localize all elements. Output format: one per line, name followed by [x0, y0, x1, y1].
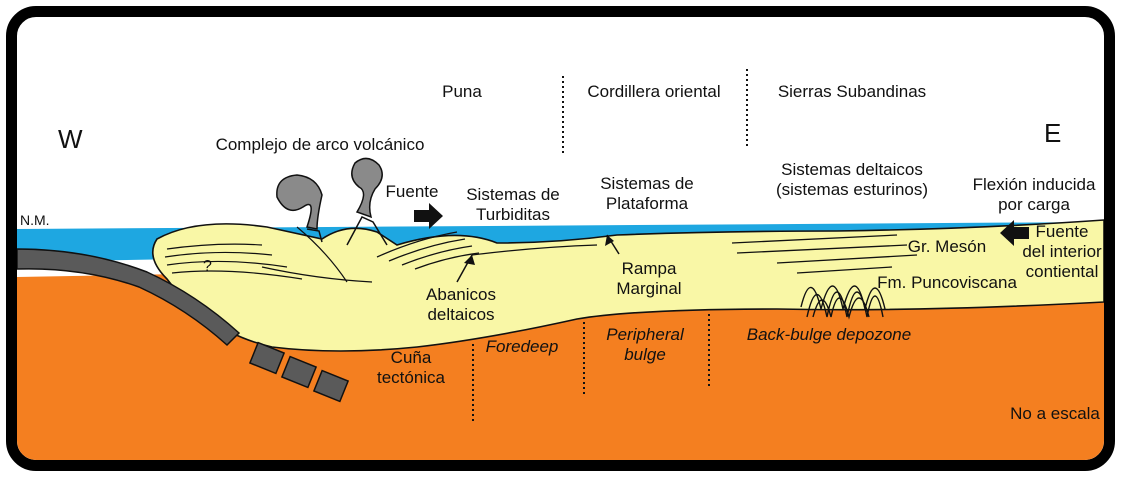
flexion-line1: Flexión inducida [973, 175, 1096, 194]
zone-backbulge: Back-bulge depozone [747, 325, 911, 344]
deltaic-fans-line1: Abanicos [426, 285, 496, 304]
marginal-ramp-line1: Rampa [622, 259, 677, 278]
turbidites-line2: Turbiditas [476, 205, 550, 224]
cross-section-diagram: Puna Cordillera oriental Sierras Subandi… [17, 69, 1104, 460]
strata-lines [731, 234, 918, 274]
deltaic-fan-lines [376, 231, 598, 270]
region-puna: Puna [442, 82, 482, 101]
slab-blocks [248, 341, 350, 403]
volcano-right [346, 157, 388, 246]
subducting-slab [17, 248, 241, 347]
wedge-laminae [164, 226, 373, 283]
wedge-line1: Cuña [391, 348, 432, 367]
deltaic-systems-line2: (sistemas esturinos) [776, 180, 928, 199]
source-arrow-icon [414, 203, 443, 229]
turbidites-line1: Sistemas de [466, 185, 560, 204]
platform-line1: Sistemas de [600, 174, 694, 193]
interior-source-line3: contiental [1026, 262, 1099, 281]
marginal-ramp-line2: Marginal [616, 279, 681, 298]
region-sierras: Sierras Subandinas [778, 82, 926, 101]
volcano-left [276, 174, 323, 243]
source-label: Fuente [386, 182, 439, 201]
scale-note: No a escala [1010, 404, 1100, 423]
volcanic-arc-label: Complejo de arco volcánico [216, 135, 425, 154]
east-label: E [1044, 118, 1061, 148]
zone-bulge-line1: Peripheral [606, 325, 685, 344]
interior-source-line1: Fuente [1036, 222, 1089, 241]
platform-line2: Plataforma [606, 194, 689, 213]
region-cordillera: Cordillera oriental [587, 82, 720, 101]
deltaic-fans-line2: deltaicos [427, 305, 494, 324]
region-dividers [472, 69, 748, 422]
wedge-line2: tectónica [377, 368, 446, 387]
fm-puncoviscana-label: Fm. Puncoviscana [877, 273, 1017, 292]
gr-meson-label: Gr. Mesón [908, 237, 986, 256]
pointer-heads [464, 235, 614, 265]
zone-bulge-line2: bulge [624, 345, 666, 364]
diagram-frame: Puna Cordillera oriental Sierras Subandi… [6, 6, 1115, 471]
question-mark: ? [203, 258, 212, 275]
west-label: W [58, 124, 83, 154]
interior-source-arrow-icon [1000, 220, 1029, 246]
deltaic-systems-line1: Sistemas deltaicos [781, 160, 923, 179]
sea-level-label: N.M. [20, 212, 50, 228]
folded-strata [800, 285, 886, 320]
flexion-line2: por carga [998, 195, 1070, 214]
interior-source-line2: del interior [1022, 242, 1102, 261]
zone-foredeep: Foredeep [486, 337, 559, 356]
